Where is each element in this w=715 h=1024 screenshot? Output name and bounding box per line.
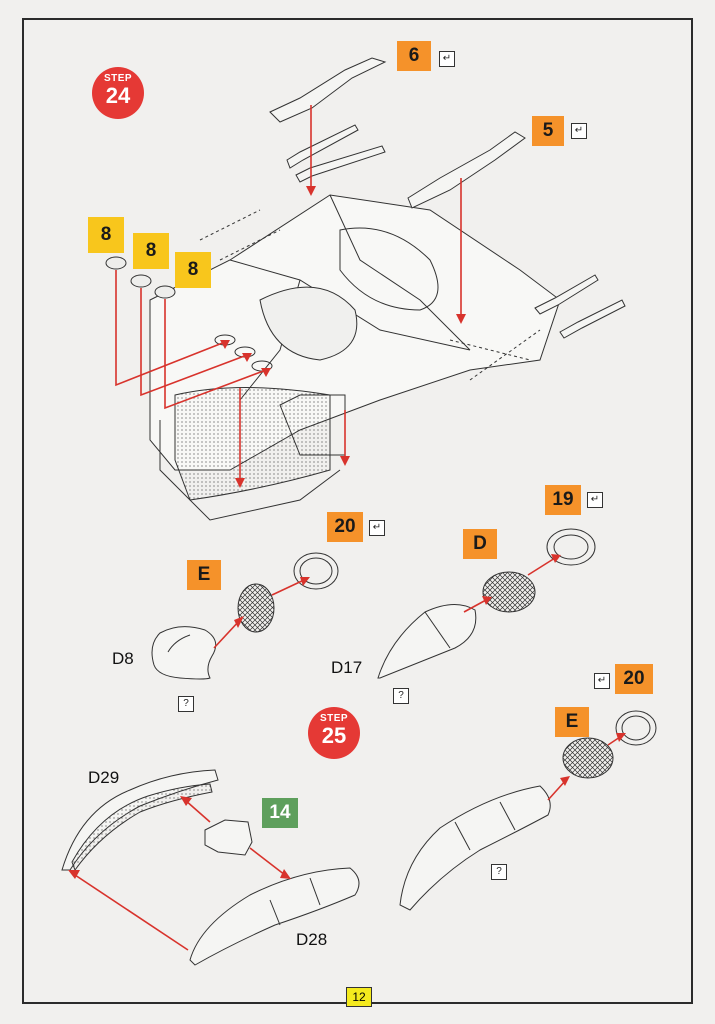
callout-19: 19 [545,485,581,515]
label-d28: D28 [296,930,328,949]
check-icon: ↵ [369,520,385,536]
check-icon: ↵ [439,51,455,67]
callout-14: 14 [262,798,298,828]
callout-E1: E [187,560,221,590]
d8-arrows [213,579,305,649]
step-number: 24 [105,83,131,108]
step24-arrowheads [220,186,466,488]
callout-6: 6 [397,41,431,71]
callout-5: 5 [532,116,564,146]
callout-20b: 20 [615,664,653,694]
label-d29: D29 [88,768,120,787]
callout-8b: 8 [133,233,169,269]
callout-8a: 8 [88,217,124,253]
d29-part [61,769,219,872]
step25-arrows [71,799,286,951]
callout-8c: 8 [175,252,211,288]
label-d8: D8 [112,649,134,668]
d28-part [189,867,360,966]
step-number: 25 [321,723,347,748]
question-mark-icon: ? [393,688,409,704]
right-cowl-group [399,710,657,911]
check-icon: ↵ [571,123,587,139]
check-icon: ↵ [594,673,610,689]
step24-arrows [115,105,462,482]
page-number: 12 [346,987,372,1007]
strut-parts [269,57,626,339]
wing-section-drawing [149,194,561,521]
check-icon: ↵ [587,492,603,508]
callout-E2: E [555,707,589,737]
disc-parts-8 [105,256,176,299]
step-word: STEP [319,713,349,724]
callout-D: D [463,529,497,559]
callout-20a: 20 [327,512,363,542]
step-word: STEP [103,73,133,84]
question-mark-icon: ? [491,864,507,880]
question-mark-icon: ? [178,696,194,712]
d8-group [151,552,339,680]
step-24-badge: STEP 24 [92,67,144,119]
label-d17: D17 [331,658,363,677]
part14 [204,819,253,856]
d17-arrows [463,557,556,613]
d17-group [377,528,596,679]
step-25-badge: STEP 25 [308,707,360,759]
